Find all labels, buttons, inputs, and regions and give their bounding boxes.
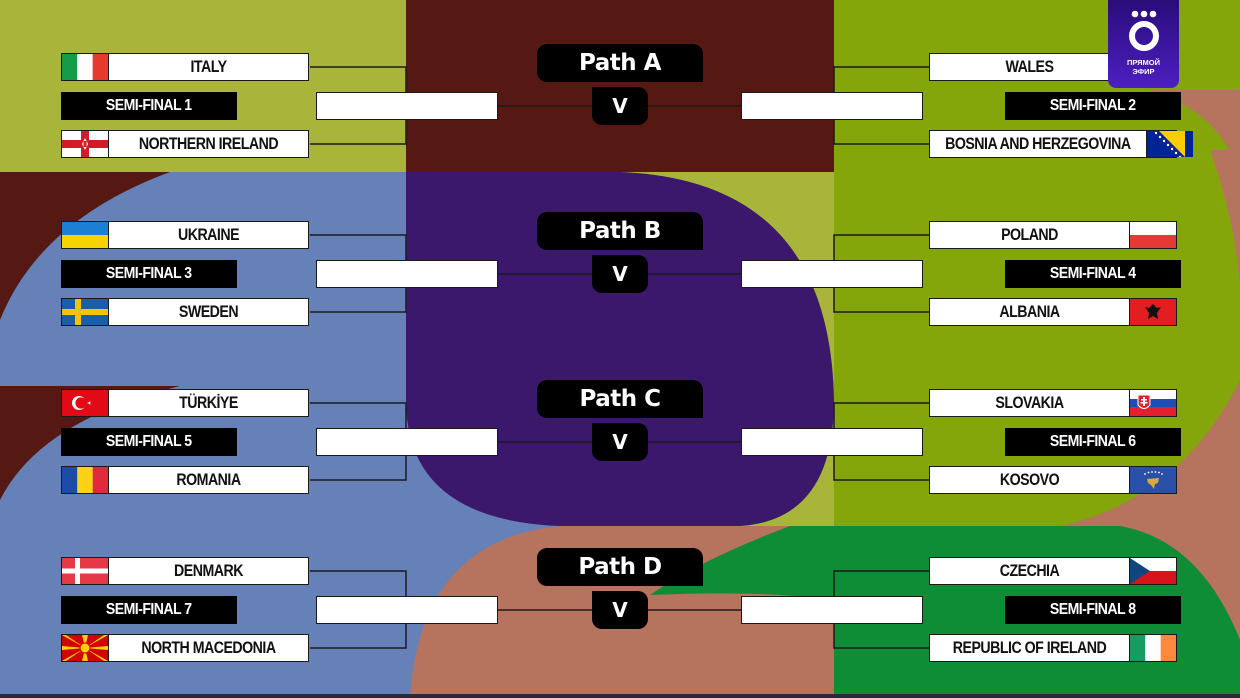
slovakia-flag-icon [1129,390,1176,416]
romania-flag-icon [62,467,109,493]
team-name: CZECHIA [999,561,1060,580]
channel-logo: ПРЯМОЙ ЭФИР [1108,0,1179,88]
logo-text-line2: ЭФИР [1132,67,1155,76]
albania-flag-icon [1129,299,1176,325]
team-name: TÜRKİYE [179,393,238,412]
path-b-final-vs: V [592,255,648,293]
semi-final-label-8: SEMI-FINAL 8 [1005,596,1181,624]
path-b-title: Path B [537,212,703,250]
semi-final-label-1: SEMI-FINAL 1 [61,92,237,120]
semi-final-label-5: SEMI-FINAL 5 [61,428,237,456]
team-name: NORTH MACEDONIA [141,638,276,657]
semi-final-5-winner-slot[interactable] [316,428,498,456]
semi-final-label-text: SEMI-FINAL 7 [106,601,192,618]
team-name: POLAND [1001,225,1058,244]
team-slot-poland[interactable]: POLAND [929,221,1177,249]
semi-final-2-winner-slot[interactable] [741,92,923,120]
path-a-title: Path A [537,44,703,82]
semi-final-8-winner-slot[interactable] [741,596,923,624]
team-slot-t-rki-ye[interactable]: TÜRKİYE [61,389,309,417]
northern-ireland-flag-icon [62,131,109,157]
channel-logo-o-icon [1128,10,1159,51]
north-macedonia-flag-icon [62,635,109,661]
path-c-final-vs: V [592,423,648,461]
path-d-final-vs: V [592,591,648,629]
team-name: WALES [1005,57,1054,76]
semi-final-label-7: SEMI-FINAL 7 [61,596,237,624]
semi-final-label-text: SEMI-FINAL 3 [106,265,192,282]
turkey-flag-icon [62,390,109,416]
team-slot-republic-of-ireland[interactable]: REPUBLIC OF IRELAND [929,634,1177,662]
semi-final-label-text: SEMI-FINAL 4 [1050,265,1136,282]
team-name: KOSOVO [999,470,1060,489]
path-d-title: Path D [537,548,703,586]
semi-final-label-text: SEMI-FINAL 6 [1050,433,1136,450]
team-slot-north-macedonia[interactable]: NORTH MACEDONIA [61,634,309,662]
team-name: ROMANIA [176,470,241,489]
italy-flag-icon [62,54,109,80]
semi-final-label-4: SEMI-FINAL 4 [1005,260,1181,288]
team-slot-ukraine[interactable]: UKRAINE [61,221,309,249]
team-slot-bosnia-and-herzegovina[interactable]: BOSNIA AND HERZEGOVINA [929,130,1193,158]
channel-logo-text: ПРЯМОЙ ЭФИР [1127,58,1160,76]
semi-final-label-text: SEMI-FINAL 5 [106,433,192,450]
team-name: DENMARK [174,561,243,580]
team-slot-denmark[interactable]: DENMARK [61,557,309,585]
semi-final-4-winner-slot[interactable] [741,260,923,288]
team-name: NORTHERN IRELAND [138,134,279,153]
czechia-flag-icon [1129,558,1176,584]
semi-final-7-winner-slot[interactable] [316,596,498,624]
team-name: SWEDEN [178,302,239,321]
logo-text-line1: ПРЯМОЙ [1126,58,1161,67]
team-slot-sweden[interactable]: SWEDEN [61,298,309,326]
team-slot-czechia[interactable]: CZECHIA [929,557,1177,585]
path-c-title: Path C [537,380,703,418]
team-slot-slovakia[interactable]: SLOVAKIA [929,389,1177,417]
kosovo-flag-icon [1129,467,1176,493]
semi-final-6-winner-slot[interactable] [741,428,923,456]
team-slot-kosovo[interactable]: KOSOVO [929,466,1177,494]
team-slot-romania[interactable]: ROMANIA [61,466,309,494]
team-name: REPUBLIC OF IRELAND [952,638,1107,657]
poland-flag-icon [1129,222,1176,248]
semi-final-label-2: SEMI-FINAL 2 [1005,92,1181,120]
semi-final-3-winner-slot[interactable] [316,260,498,288]
team-name: BOSNIA AND HERZEGOVINA [945,134,1131,153]
sweden-flag-icon [62,299,109,325]
semi-final-1-winner-slot[interactable] [316,92,498,120]
path-a-final-vs: V [592,87,648,125]
semi-final-label-text: SEMI-FINAL 1 [106,97,192,114]
team-slot-albania[interactable]: ALBANIA [929,298,1177,326]
team-slot-northern-ireland[interactable]: NORTHERN IRELAND [61,130,309,158]
semi-final-label-text: SEMI-FINAL 8 [1050,601,1136,618]
semi-final-label-text: SEMI-FINAL 2 [1050,97,1136,114]
denmark-flag-icon [62,558,109,584]
team-name: ALBANIA [999,302,1060,321]
team-name: ITALY [190,57,227,76]
team-name: UKRAINE [177,225,240,244]
ukraine-flag-icon [62,222,109,248]
team-name: SLOVAKIA [995,393,1064,412]
bosnia-flag-icon [1145,131,1193,157]
team-slot-italy[interactable]: ITALY [61,53,309,81]
ireland-flag-icon [1129,635,1176,661]
semi-final-label-6: SEMI-FINAL 6 [1005,428,1181,456]
semi-final-label-3: SEMI-FINAL 3 [61,260,237,288]
